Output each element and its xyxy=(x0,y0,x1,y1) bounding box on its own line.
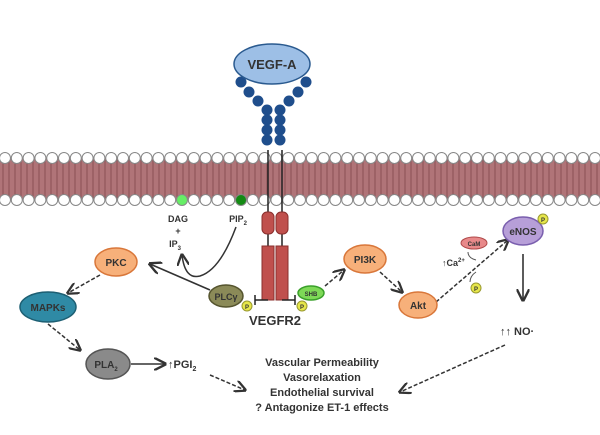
outcome: Endothelial survival xyxy=(270,387,374,399)
vegfr2-label: VEGFR2 xyxy=(249,313,301,328)
svg-text:P: P xyxy=(245,305,249,311)
outcome: Vasorelaxation xyxy=(283,372,361,384)
svg-text:PI3K: PI3K xyxy=(354,255,377,266)
svg-text:P: P xyxy=(300,305,304,311)
svg-text:Akt: Akt xyxy=(410,301,427,312)
vegf-a-chain xyxy=(235,76,312,146)
plcg-node: PLCγ xyxy=(208,284,244,308)
vegf-a-label: VEGF-A xyxy=(247,57,297,72)
vegf-a-domain-dot xyxy=(274,104,286,116)
vegf-a-domain-dot xyxy=(252,95,264,107)
akt-node: Akt xyxy=(398,291,438,319)
mapks-node: MAPKs xyxy=(19,291,77,323)
vegfr2-receptor xyxy=(254,211,296,305)
vegf-a-domain-dot xyxy=(283,95,295,107)
dag-label: DAG xyxy=(168,214,188,224)
plus-label: + xyxy=(175,226,180,236)
svg-text:eNOS: eNOS xyxy=(509,227,537,238)
cell-membrane xyxy=(0,152,600,206)
outcomes: Vascular Permeability Vasorelaxation End… xyxy=(255,357,388,414)
phospho-enos: P xyxy=(537,213,549,225)
calcium-label: ↑Ca2+ xyxy=(442,258,465,268)
pkc-node: PKC xyxy=(94,247,138,277)
vegf-a-domain-dot xyxy=(243,86,255,98)
vegf-a-domain-dot xyxy=(261,124,273,136)
outcome: ? Antagonize ET-1 effects xyxy=(255,402,388,414)
ip3-label: IP3 xyxy=(169,239,182,252)
vegf-a-domain-dot xyxy=(300,76,312,88)
pgi2-label: ↑PGI2 xyxy=(168,359,196,373)
vegf-a-domain-dot xyxy=(261,104,273,116)
no-label: ↑↑ NO· xyxy=(500,326,534,338)
svg-text:CaM: CaM xyxy=(468,242,481,248)
pi3k-node: PI3K xyxy=(343,244,387,274)
svg-text:P: P xyxy=(541,218,545,224)
shb-node: SHB xyxy=(297,285,325,301)
vegf-a-domain-dot xyxy=(261,114,273,126)
svg-text:PLA2: PLA2 xyxy=(94,360,118,373)
phospho-shb: P xyxy=(296,300,308,312)
cam-node: CaM xyxy=(460,236,488,250)
pla2-node: PLA2 xyxy=(85,348,131,380)
svg-text:MAPKs: MAPKs xyxy=(30,303,65,314)
outcome: Vascular Permeability xyxy=(265,357,380,369)
vegf-a-domain-dot xyxy=(274,124,286,136)
phospho-plcg: P xyxy=(241,300,253,312)
phospho-akt-arrow: P xyxy=(470,282,482,294)
svg-text:P: P xyxy=(474,287,478,293)
svg-text:PLCγ: PLCγ xyxy=(214,292,237,302)
pip2-label: PIP2 xyxy=(229,214,248,227)
svg-text:PKC: PKC xyxy=(105,258,126,269)
svg-text:SHB: SHB xyxy=(305,292,318,298)
vegf-a-domain-dot xyxy=(235,76,247,88)
vegf-a-domain-dot xyxy=(274,114,286,126)
vegf-a-domain-dot xyxy=(274,134,286,146)
enos-node: eNOS xyxy=(502,216,544,246)
vegf-a-node xyxy=(233,43,311,85)
vegf-a-domain-dot xyxy=(292,86,304,98)
vegf-a-domain-dot xyxy=(261,134,273,146)
